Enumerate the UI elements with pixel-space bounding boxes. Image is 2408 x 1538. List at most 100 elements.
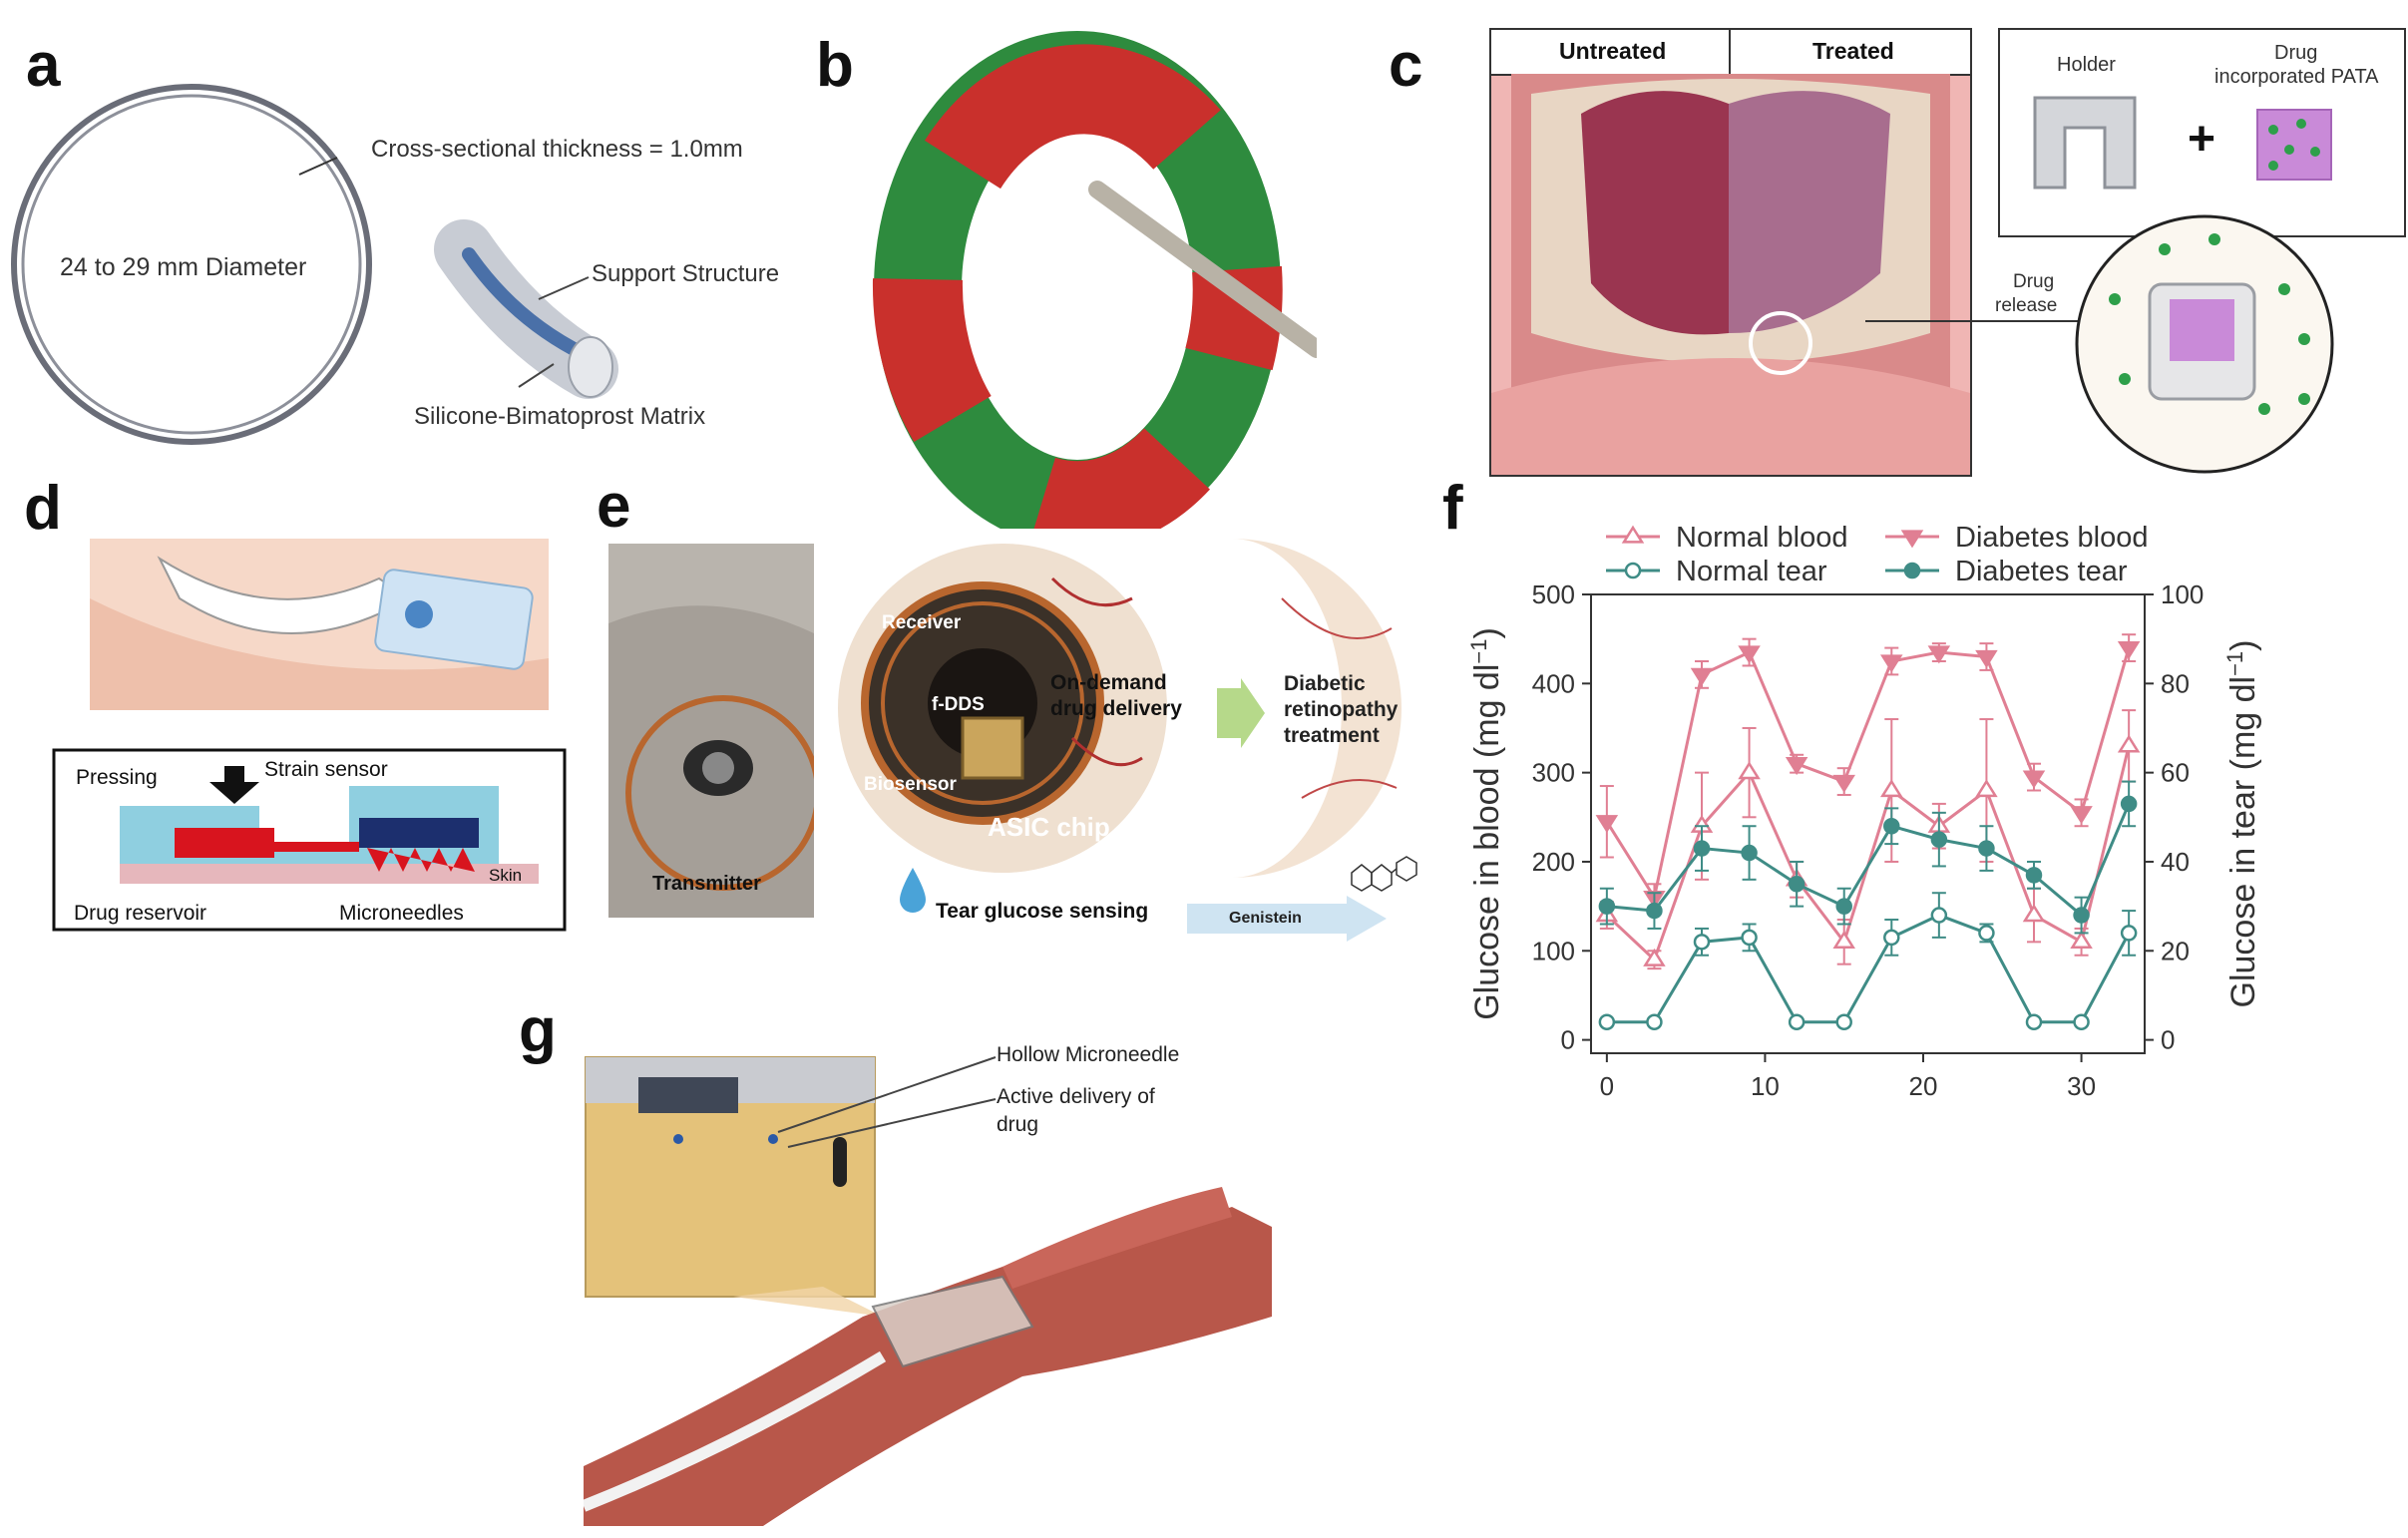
y-left-tick-label: 0: [1561, 1025, 1575, 1055]
hand: [584, 1207, 1272, 1526]
data-point: [1598, 898, 1616, 915]
panel-label-d: d: [24, 474, 62, 543]
strain-sensor-label: Strain sensor: [264, 758, 388, 781]
data-point: [2025, 867, 2043, 884]
ring-outer: [11, 84, 372, 445]
drug-reservoir: [175, 828, 274, 858]
callout-lines-g: [777, 1056, 997, 1148]
panel-label-g: g: [519, 996, 557, 1065]
panel-label-f: f: [1442, 474, 1463, 543]
fdds-label: f-DDS: [932, 694, 985, 715]
legend-marker: [1621, 525, 1645, 544]
untreated-label: Untreated: [1559, 38, 1667, 64]
active-delivery-label-2: drug: [997, 1113, 1039, 1136]
pata-drug-icon: [2256, 109, 2332, 181]
matrix-label: Silicone-Bimatoprost Matrix: [414, 403, 706, 430]
holder-in-mouth: [1749, 311, 1812, 375]
data-point: [1930, 831, 1948, 848]
patch-device: [871, 1275, 1034, 1368]
data-point: [1978, 840, 1995, 857]
y-right-tick-label: 80: [2161, 668, 2190, 698]
data-point: [1785, 757, 1808, 776]
delivery-arrow: [1217, 678, 1265, 748]
x-tick-label: 10: [1751, 1071, 1780, 1101]
legend-marker: [1900, 530, 1924, 549]
ring-red-top: [925, 44, 1221, 190]
data-point: [2022, 904, 2046, 923]
y-right-tick-label: 100: [2161, 579, 2204, 609]
support-structure-core: [462, 247, 591, 361]
diabetic-label-3: treatment: [1284, 724, 1380, 747]
data-point: [2025, 1013, 2043, 1030]
transmitter-coil: [625, 695, 814, 891]
data-point: [1788, 876, 1806, 893]
y-left-tick-label: 400: [1532, 668, 1575, 698]
drug-label-1: Drug: [2274, 42, 2318, 64]
microneedles: [367, 848, 475, 872]
diameter-label: 24 to 29 mm Diameter: [60, 253, 307, 281]
y-left-tick-label: 100: [1532, 936, 1575, 965]
legend-marker: [1624, 562, 1642, 579]
y-right-tick-label: 60: [2161, 758, 2190, 788]
oral-cavity-illustration: Untreated Treated: [1489, 28, 1972, 477]
data-point: [2022, 770, 2046, 789]
finger-press-illustration: [90, 539, 549, 710]
ring-red-right: [1185, 265, 1283, 371]
series-line-1: [1605, 647, 2131, 902]
tube-end: [568, 336, 613, 398]
panel-label-c: c: [1389, 31, 1423, 100]
data-point: [1883, 929, 1900, 947]
data-point: [1598, 1013, 1616, 1030]
data-point: [2117, 734, 2141, 753]
support-label: Support Structure: [592, 260, 780, 287]
series-line-0: [1605, 745, 2131, 962]
legend-label: Diabetes tear: [1955, 556, 2128, 587]
treated-label: Treated: [1812, 38, 1894, 64]
x-tick-label: 0: [1600, 1071, 1614, 1101]
microneedles-label: Microneedles: [339, 902, 464, 925]
smart-lens-eye: [838, 544, 1167, 873]
data-point: [2117, 640, 2141, 659]
data-point: [1835, 1013, 1852, 1030]
data-point: [1646, 1013, 1663, 1030]
data-point: [1738, 645, 1761, 664]
ondemand-label-2: drug delivery: [1050, 697, 1182, 720]
retina-sphere: [1232, 539, 1402, 878]
asic-label: ASIC chip: [988, 812, 1110, 842]
matrix-pointer: [518, 363, 555, 388]
panel-label-e: e: [597, 472, 631, 541]
y-left-tick-label: 200: [1532, 847, 1575, 877]
data-point: [1788, 1013, 1806, 1030]
genistein-structure: [1351, 856, 1417, 892]
data-point: [1880, 654, 1903, 673]
release-label-1: Drug: [2013, 271, 2055, 292]
skin-label: Skin: [489, 866, 523, 885]
y-right-tick-label: 0: [2161, 1025, 2175, 1055]
holder-label: Holder: [2057, 54, 2116, 76]
patch-schematic: [52, 748, 567, 932]
release-label-2: release: [1995, 295, 2058, 316]
plot-frame: [1590, 593, 2146, 1054]
drug-release-magnifier: [1865, 214, 2334, 474]
thickness-label: Cross-sectional thickness = 1.0mm: [371, 136, 743, 163]
rabbit-eye-photo: [608, 544, 814, 918]
y-right-axis-label: Glucose in tear (mg dl−1): [2222, 639, 2262, 1007]
inset-callout: [733, 1287, 883, 1317]
data-point: [1883, 817, 1900, 835]
y-left-tick-label: 300: [1532, 758, 1575, 788]
skin-layer: [120, 864, 539, 884]
press-arrow: [209, 766, 259, 804]
drug-label-2: incorporated PATA: [2214, 66, 2379, 88]
data-point: [1741, 844, 1758, 862]
data-point: [1930, 907, 1948, 924]
ring-red-bottom: [1033, 427, 1210, 529]
legend-label: Normal blood: [1676, 522, 1847, 554]
data-point: [2120, 925, 2138, 942]
cable: [584, 1350, 887, 1512]
microneedle-base: [359, 818, 479, 848]
diabetic-label-1: Diabetic: [1284, 672, 1366, 695]
data-point: [1975, 649, 1998, 668]
data-point: [1690, 667, 1714, 686]
data-point: [1832, 930, 1855, 949]
legend-label: Diabetes blood: [1955, 522, 2148, 554]
